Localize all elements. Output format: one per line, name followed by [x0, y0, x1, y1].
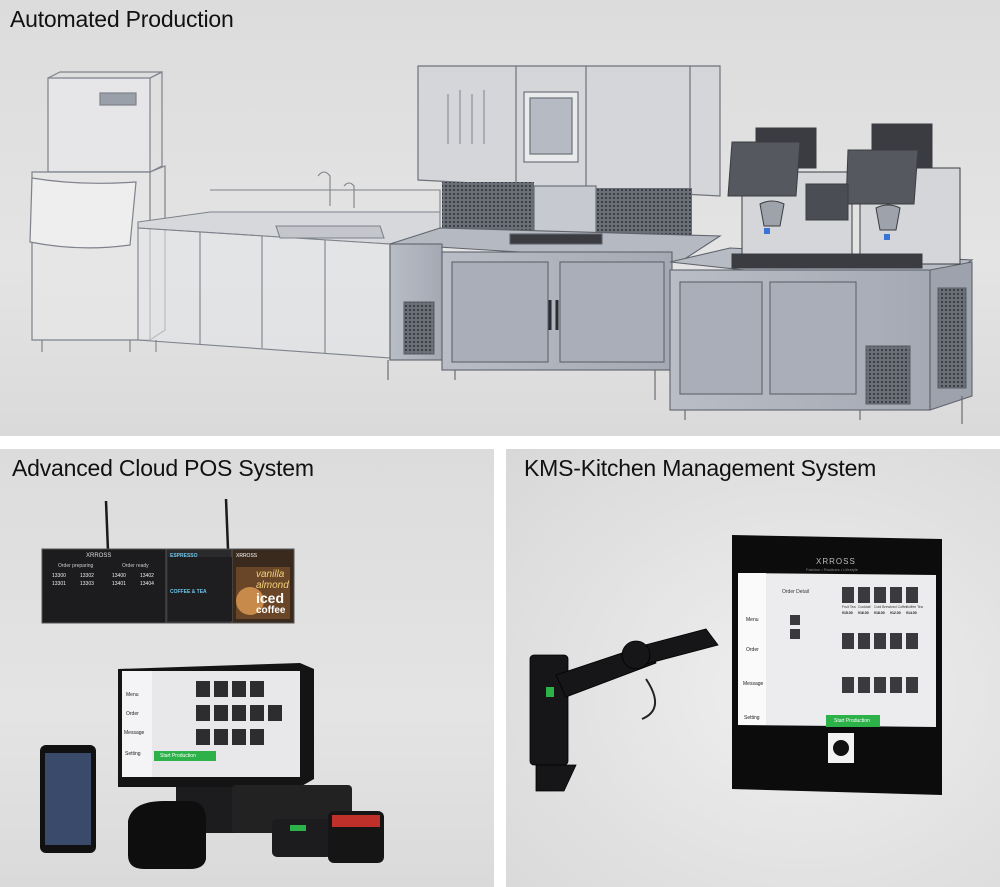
- kms-nav-message[interactable]: Message: [743, 681, 764, 687]
- pos-nav-setting[interactable]: Setting: [125, 751, 141, 757]
- kms-drink-price: ¥16.00: [858, 611, 869, 615]
- signage-promo-brand: XRROSS: [236, 553, 258, 559]
- pos-system-panel: Advanced Cloud POS System: [0, 449, 494, 887]
- signage-promo-vanilla: vanilla: [256, 569, 285, 580]
- pos-nav-order[interactable]: Order: [126, 711, 139, 717]
- section-title-kms: KMS-Kitchen Management System: [524, 455, 877, 481]
- signage-preparing-number: 13300: [52, 573, 66, 579]
- signage-ready-number: 13404: [140, 581, 154, 587]
- pos-start-production-button[interactable]: Start Production: [160, 753, 196, 759]
- signage-ready-number: 13400: [112, 573, 126, 579]
- signage-order-ready: Order ready: [122, 563, 149, 569]
- kms-drink-label: Iced Coffee: [890, 605, 908, 609]
- kms-panel: KMS-Kitchen Management System: [506, 449, 1000, 887]
- signage-preparing-number: 13301: [52, 581, 66, 587]
- digital-signage: [41, 548, 295, 624]
- kms-drink-price: ¥12.00: [890, 611, 901, 615]
- signage-preparing-number: 13303: [80, 581, 94, 587]
- ice-machine: [29, 71, 166, 352]
- main-counter: [389, 227, 722, 371]
- sink-counter: [137, 171, 441, 359]
- receipt-printers: [128, 801, 384, 869]
- signage-promo-coffee: coffee: [256, 605, 286, 616]
- pos-hardware-illustration: [40, 498, 384, 869]
- kms-drink-label: Cocktail: [858, 605, 871, 609]
- kms-drink-label: Fruit Tea: [842, 605, 856, 609]
- brewing-counter: [387, 247, 974, 424]
- signage-preparing-number: 13302: [80, 573, 94, 579]
- production-line-illustration: [29, 65, 974, 424]
- kms-drink-label: Cold Brew: [874, 605, 891, 609]
- signage-promo-almond: almond: [256, 580, 289, 591]
- tea-machines: [727, 123, 961, 269]
- signage-ready-number: 13402: [140, 573, 154, 579]
- section-title-automated-production: Automated Production: [10, 6, 234, 32]
- kms-nav-order[interactable]: Order: [746, 647, 759, 653]
- pos-terminal: [118, 663, 352, 833]
- kms-drink-label: Coffee Tea: [906, 605, 923, 609]
- kms-brand: XRROSS: [816, 557, 856, 566]
- pos-nav-message[interactable]: Message: [124, 730, 145, 736]
- automated-production-panel: Automated Production: [0, 0, 1000, 436]
- kms-drink-price: ¥15.00: [842, 611, 853, 615]
- kms-monitor: [732, 535, 942, 795]
- kms-drink-price: ¥14.00: [906, 611, 917, 615]
- section-title-pos-system: Advanced Cloud POS System: [12, 455, 314, 481]
- upper-cabinet: [417, 65, 721, 244]
- signage-promo-iced: iced: [256, 590, 285, 606]
- kms-hardware-illustration: [529, 535, 942, 795]
- kms-drink-price: ¥18.00: [874, 611, 885, 615]
- signage-menu-coffee-tea: COFFEE & TEA: [170, 589, 207, 595]
- signage-brand: XRROSS: [86, 553, 112, 559]
- kms-nav-menu[interactable]: Menu: [746, 617, 759, 623]
- signage-order-preparing: Order preparing: [58, 563, 94, 569]
- kms-order-detail: Order Detail: [782, 589, 809, 595]
- kms-tagline: Fashion • Routines • Lifestyle: [806, 567, 858, 572]
- signage-ready-number: 13401: [112, 581, 126, 587]
- signage-menu-espresso: ESPRESSO: [170, 553, 198, 559]
- tablet: [40, 745, 96, 853]
- pos-nav-menu[interactable]: Menu: [126, 692, 139, 698]
- wall-mount-arm: [529, 628, 719, 792]
- kms-start-production-button[interactable]: Start Production: [834, 718, 870, 724]
- kms-nav-setting[interactable]: Setting: [744, 715, 760, 721]
